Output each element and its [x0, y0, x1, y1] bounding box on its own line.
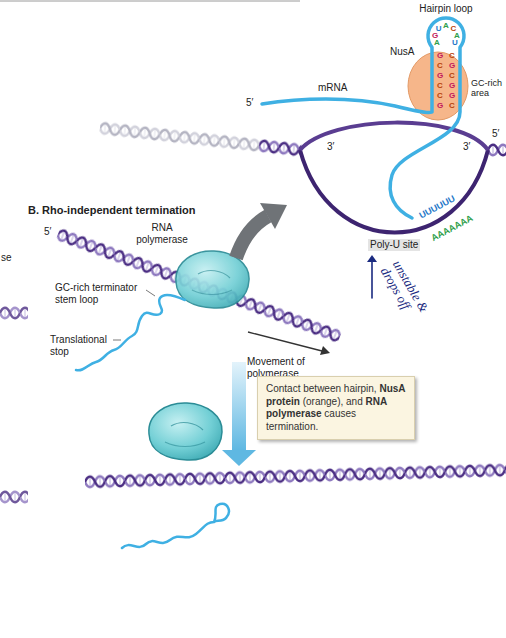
end-label: 3′	[327, 141, 334, 153]
dna-helix	[488, 142, 506, 158]
site-label: Poly-U site	[368, 239, 420, 251]
base-letter: G	[437, 51, 443, 60]
label-text: Hairpin loop	[419, 3, 472, 15]
dna-helix-fragment	[0, 489, 28, 505]
base-letter: C	[437, 91, 443, 100]
base-letter: C	[437, 61, 443, 70]
end-label: 5′	[44, 226, 51, 238]
base-letter: G	[449, 91, 455, 100]
mrna-strand	[262, 18, 464, 218]
base-letter: G	[449, 81, 455, 90]
dna-helix	[0, 305, 28, 321]
base-letter: C	[449, 51, 455, 60]
text-run: Contact between hairpin,	[266, 383, 379, 394]
base-letter: U	[452, 38, 458, 47]
zoom-arrowhead	[260, 203, 287, 229]
dna-helix-fragment	[0, 305, 28, 321]
handwritten-arrow	[371, 261, 373, 298]
panel-title: B. Rho-independent termination	[28, 204, 195, 217]
base-letter: A	[443, 21, 449, 30]
dna-helix	[85, 462, 506, 490]
dna-helix	[0, 489, 28, 505]
part-label: Translational stop	[50, 334, 120, 358]
released-mrna	[122, 504, 229, 548]
handwritten-note: unstable & drops off	[378, 258, 434, 327]
zoom-arrow-shaft	[236, 216, 268, 258]
dna-helix	[85, 462, 506, 490]
callout-text: Contact between hairpin, NusA protein (o…	[266, 383, 406, 433]
base-letter: U	[436, 23, 442, 32]
text-run: (orange), and	[300, 396, 366, 407]
base-letter: G	[449, 61, 455, 70]
mrna-strand	[76, 295, 185, 370]
rna-polymerase	[176, 251, 249, 308]
handwritten-arrowhead	[367, 255, 377, 262]
base-letter: C	[449, 101, 455, 110]
base-letter: G	[437, 71, 443, 80]
dna-helix	[258, 138, 301, 158]
base-letter: C	[437, 81, 443, 90]
base-letter: G	[437, 101, 443, 110]
base-sequence: AAAAAAA	[430, 213, 475, 243]
base-sequence: UUUUUU	[417, 193, 456, 220]
region-label: GC-rich area	[471, 78, 505, 98]
callout-box: Contact between hairpin, NusA protein (o…	[257, 376, 415, 440]
part-label: GC-rich terminator stem loop	[55, 282, 155, 306]
part-label: RNA polymerase	[134, 222, 190, 246]
dna-helix	[55, 226, 342, 344]
step-arrow-shaft	[232, 362, 246, 450]
dna-helix	[55, 226, 342, 344]
base-letter: C	[449, 71, 455, 80]
dna-helix-faded	[99, 120, 260, 153]
dna-helix	[488, 142, 506, 158]
step-arrowhead	[222, 450, 256, 466]
leader-line	[113, 340, 121, 341]
rna-polymerase	[149, 403, 222, 460]
end-label: 5′	[492, 128, 499, 140]
movement-arrow	[248, 332, 322, 351]
end-label: 5′	[246, 97, 253, 109]
cut-off-text: se	[1, 252, 12, 264]
strand-label: mRNA	[318, 82, 347, 94]
dna-helix	[99, 120, 302, 158]
protein-label: NusA	[390, 46, 414, 58]
header-rule	[0, 1, 300, 2]
movement-arrowhead	[320, 346, 330, 355]
end-label: 3′	[463, 141, 470, 153]
leader-line	[146, 290, 155, 296]
